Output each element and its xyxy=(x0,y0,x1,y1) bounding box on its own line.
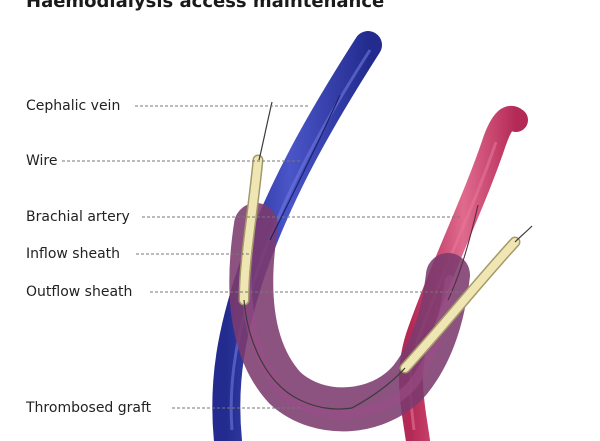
guide-wire-vein xyxy=(269,94,341,241)
inflow-sheath-body xyxy=(240,156,262,304)
label-thrombosed-graft: Thrombosed graft xyxy=(26,400,154,416)
label-brachial-artery: Brachial artery xyxy=(26,209,132,225)
guide-wire-inflow xyxy=(243,101,353,410)
outflow-sheath-body xyxy=(401,238,519,372)
label-inflow-sheath: Inflow sheath xyxy=(26,246,123,262)
label-cephalic-vein: Cephalic vein xyxy=(26,98,123,114)
label-wire: Wire xyxy=(26,153,60,169)
diagram-title: Haemodialysis access maintenance xyxy=(26,0,385,12)
label-outflow-sheath: Outflow sheath xyxy=(26,284,135,300)
guide-wire-outflow xyxy=(351,225,533,409)
